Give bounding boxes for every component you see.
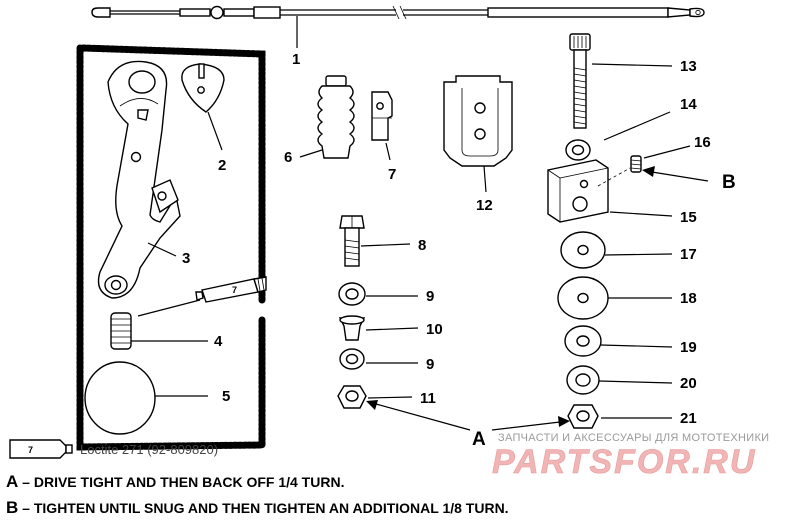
part-21-locknut: [567, 404, 672, 429]
callout-11: 11: [420, 390, 436, 407]
callout-9-lower: 9: [426, 356, 434, 373]
part-9-washer-lower: [339, 348, 418, 370]
part-12-bracket: [443, 75, 513, 193]
callout-13: 13: [680, 58, 697, 75]
legend-text: Loctite 271 (92-809820): [80, 442, 218, 457]
callout-14: 14: [680, 96, 697, 113]
callout-17: 17: [680, 246, 697, 263]
note-a-key: A: [6, 472, 19, 491]
callout-10: 10: [426, 321, 443, 338]
callout-9-upper: 9: [426, 288, 434, 305]
part-1-cable: [91, 5, 705, 20]
callout-12: 12: [476, 197, 493, 214]
callout-1: 1: [292, 51, 300, 68]
part-16-setscrew: [597, 145, 691, 187]
tube-label: 7: [232, 285, 237, 295]
callout-letter-a: A: [472, 429, 486, 450]
part-8-bolt: [339, 215, 411, 267]
callout-19: 19: [680, 339, 697, 356]
part-19-washer: [564, 325, 673, 357]
note-a-text: DRIVE TIGHT AND THEN BACK OFF 1/4 TURN.: [33, 474, 345, 490]
note-b: B – TIGHTEN UNTIL SNUG AND THEN TIGHTEN …: [6, 498, 509, 517]
loctite-tube: 7: [137, 276, 267, 317]
part-5-cover: [84, 361, 208, 435]
callout-18: 18: [680, 290, 697, 307]
part-2-retainer: [181, 63, 225, 151]
note-a: A – DRIVE TIGHT AND THEN BACK OFF 1/4 TU…: [6, 472, 345, 491]
part-9-washer-upper: [338, 282, 418, 306]
part-10-bushing: [338, 315, 419, 341]
callout-6: 6: [284, 149, 292, 166]
callout-letter-b: B: [722, 172, 736, 193]
watermark-tagline: ЗАПЧАСТИ И АКСЕССУАРЫ ДЛЯ МОТОТЕХНИКИ: [498, 432, 769, 444]
watermark-brand: PARTSFOR.RU: [492, 443, 756, 481]
part-13-bolt: [569, 33, 673, 129]
callout-21: 21: [680, 410, 697, 427]
kit-enclosure-border: [76, 44, 266, 451]
part-11-locknut: [337, 385, 413, 409]
callout-2: 2: [218, 157, 226, 174]
watermark: ЗАПЧАСТИ И АКСЕССУАРЫ ДЛЯ МОТОТЕХНИКИ PA…: [492, 432, 769, 481]
callout-15: 15: [680, 209, 697, 226]
torque-arrows: [366, 166, 709, 431]
part-18-washer: [557, 276, 672, 320]
part-6-boot: [299, 75, 355, 159]
part-20-washer: [566, 365, 673, 395]
callout-labels: 1 2 3 4 5 6 7 8 9 10 9 11 12 13 14 15 16…: [182, 16, 736, 450]
callout-7: 7: [388, 166, 396, 183]
part-15-block: [547, 159, 673, 223]
note-b-text: TIGHTEN UNTIL SNUG AND THEN TIGHTEN AN A…: [33, 500, 509, 516]
callout-16: 16: [694, 134, 711, 151]
legend-tube-number: 7: [28, 445, 33, 455]
callout-20: 20: [680, 375, 697, 392]
part-17-washer: [560, 231, 673, 269]
part-3-lever: [97, 60, 181, 299]
callout-5: 5: [222, 388, 230, 405]
note-b-key: B: [6, 498, 19, 517]
part-14-nut: [565, 111, 671, 161]
legend-loctite: 7 Loctite 271 (92-809820): [9, 439, 218, 459]
part-4-spring: [110, 312, 208, 350]
callout-3: 3: [182, 250, 190, 267]
part-7-clamp: [371, 91, 393, 161]
callout-4: 4: [214, 333, 223, 350]
callout-8: 8: [418, 237, 426, 254]
